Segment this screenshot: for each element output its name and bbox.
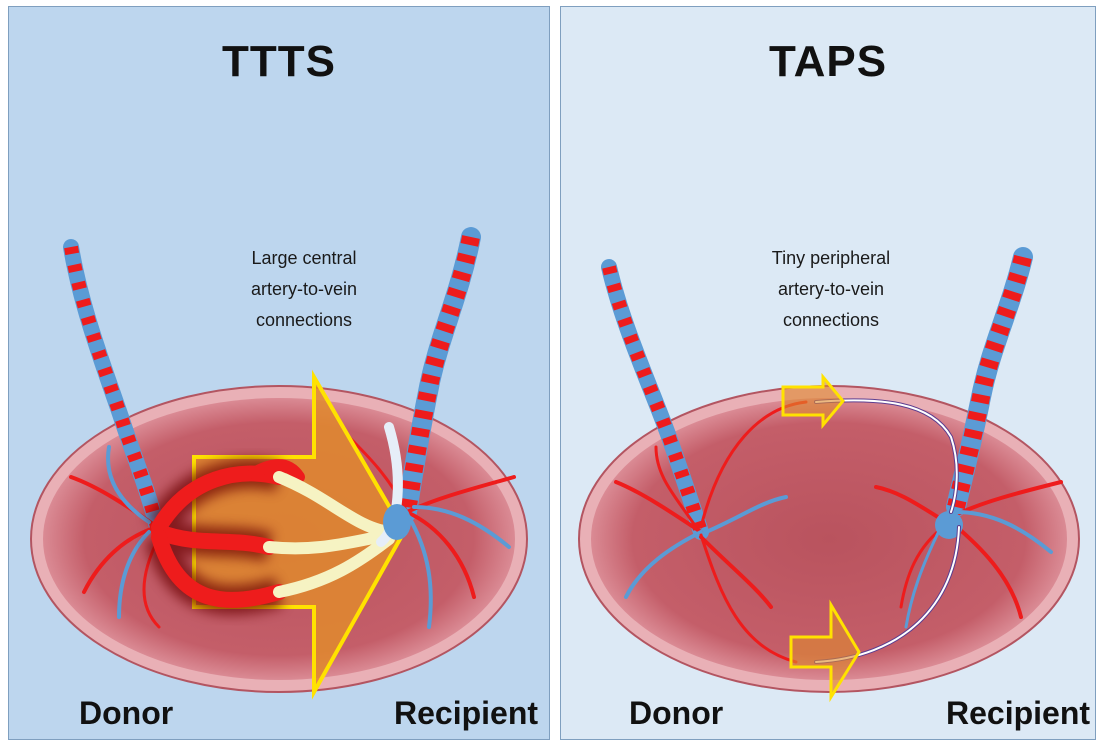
donor-label: Donor — [79, 695, 173, 732]
taps-panel: TAPS Tiny peripheral artery-to-vein conn… — [560, 6, 1096, 740]
panel-title: TAPS — [561, 37, 1095, 87]
panel-title: TTTS — [9, 37, 549, 87]
taps-illustration — [561, 7, 1097, 741]
annotation-line: artery-to-vein — [721, 274, 941, 305]
annotation-line: connections — [721, 305, 941, 336]
recipient-label: Recipient — [394, 695, 538, 732]
annotation-line: Tiny peripheral — [721, 243, 941, 274]
recipient-label: Recipient — [946, 695, 1090, 732]
ttts-panel: TTTS Large central artery-to-vein connec… — [8, 6, 550, 740]
annotation-line: Large central — [194, 243, 414, 274]
connection-annotation: Large central artery-to-vein connections — [194, 243, 414, 336]
donor-label: Donor — [629, 695, 723, 732]
ttts-illustration — [9, 7, 551, 741]
connection-annotation: Tiny peripheral artery-to-vein connectio… — [721, 243, 941, 336]
annotation-line: connections — [194, 305, 414, 336]
annotation-line: artery-to-vein — [194, 274, 414, 305]
